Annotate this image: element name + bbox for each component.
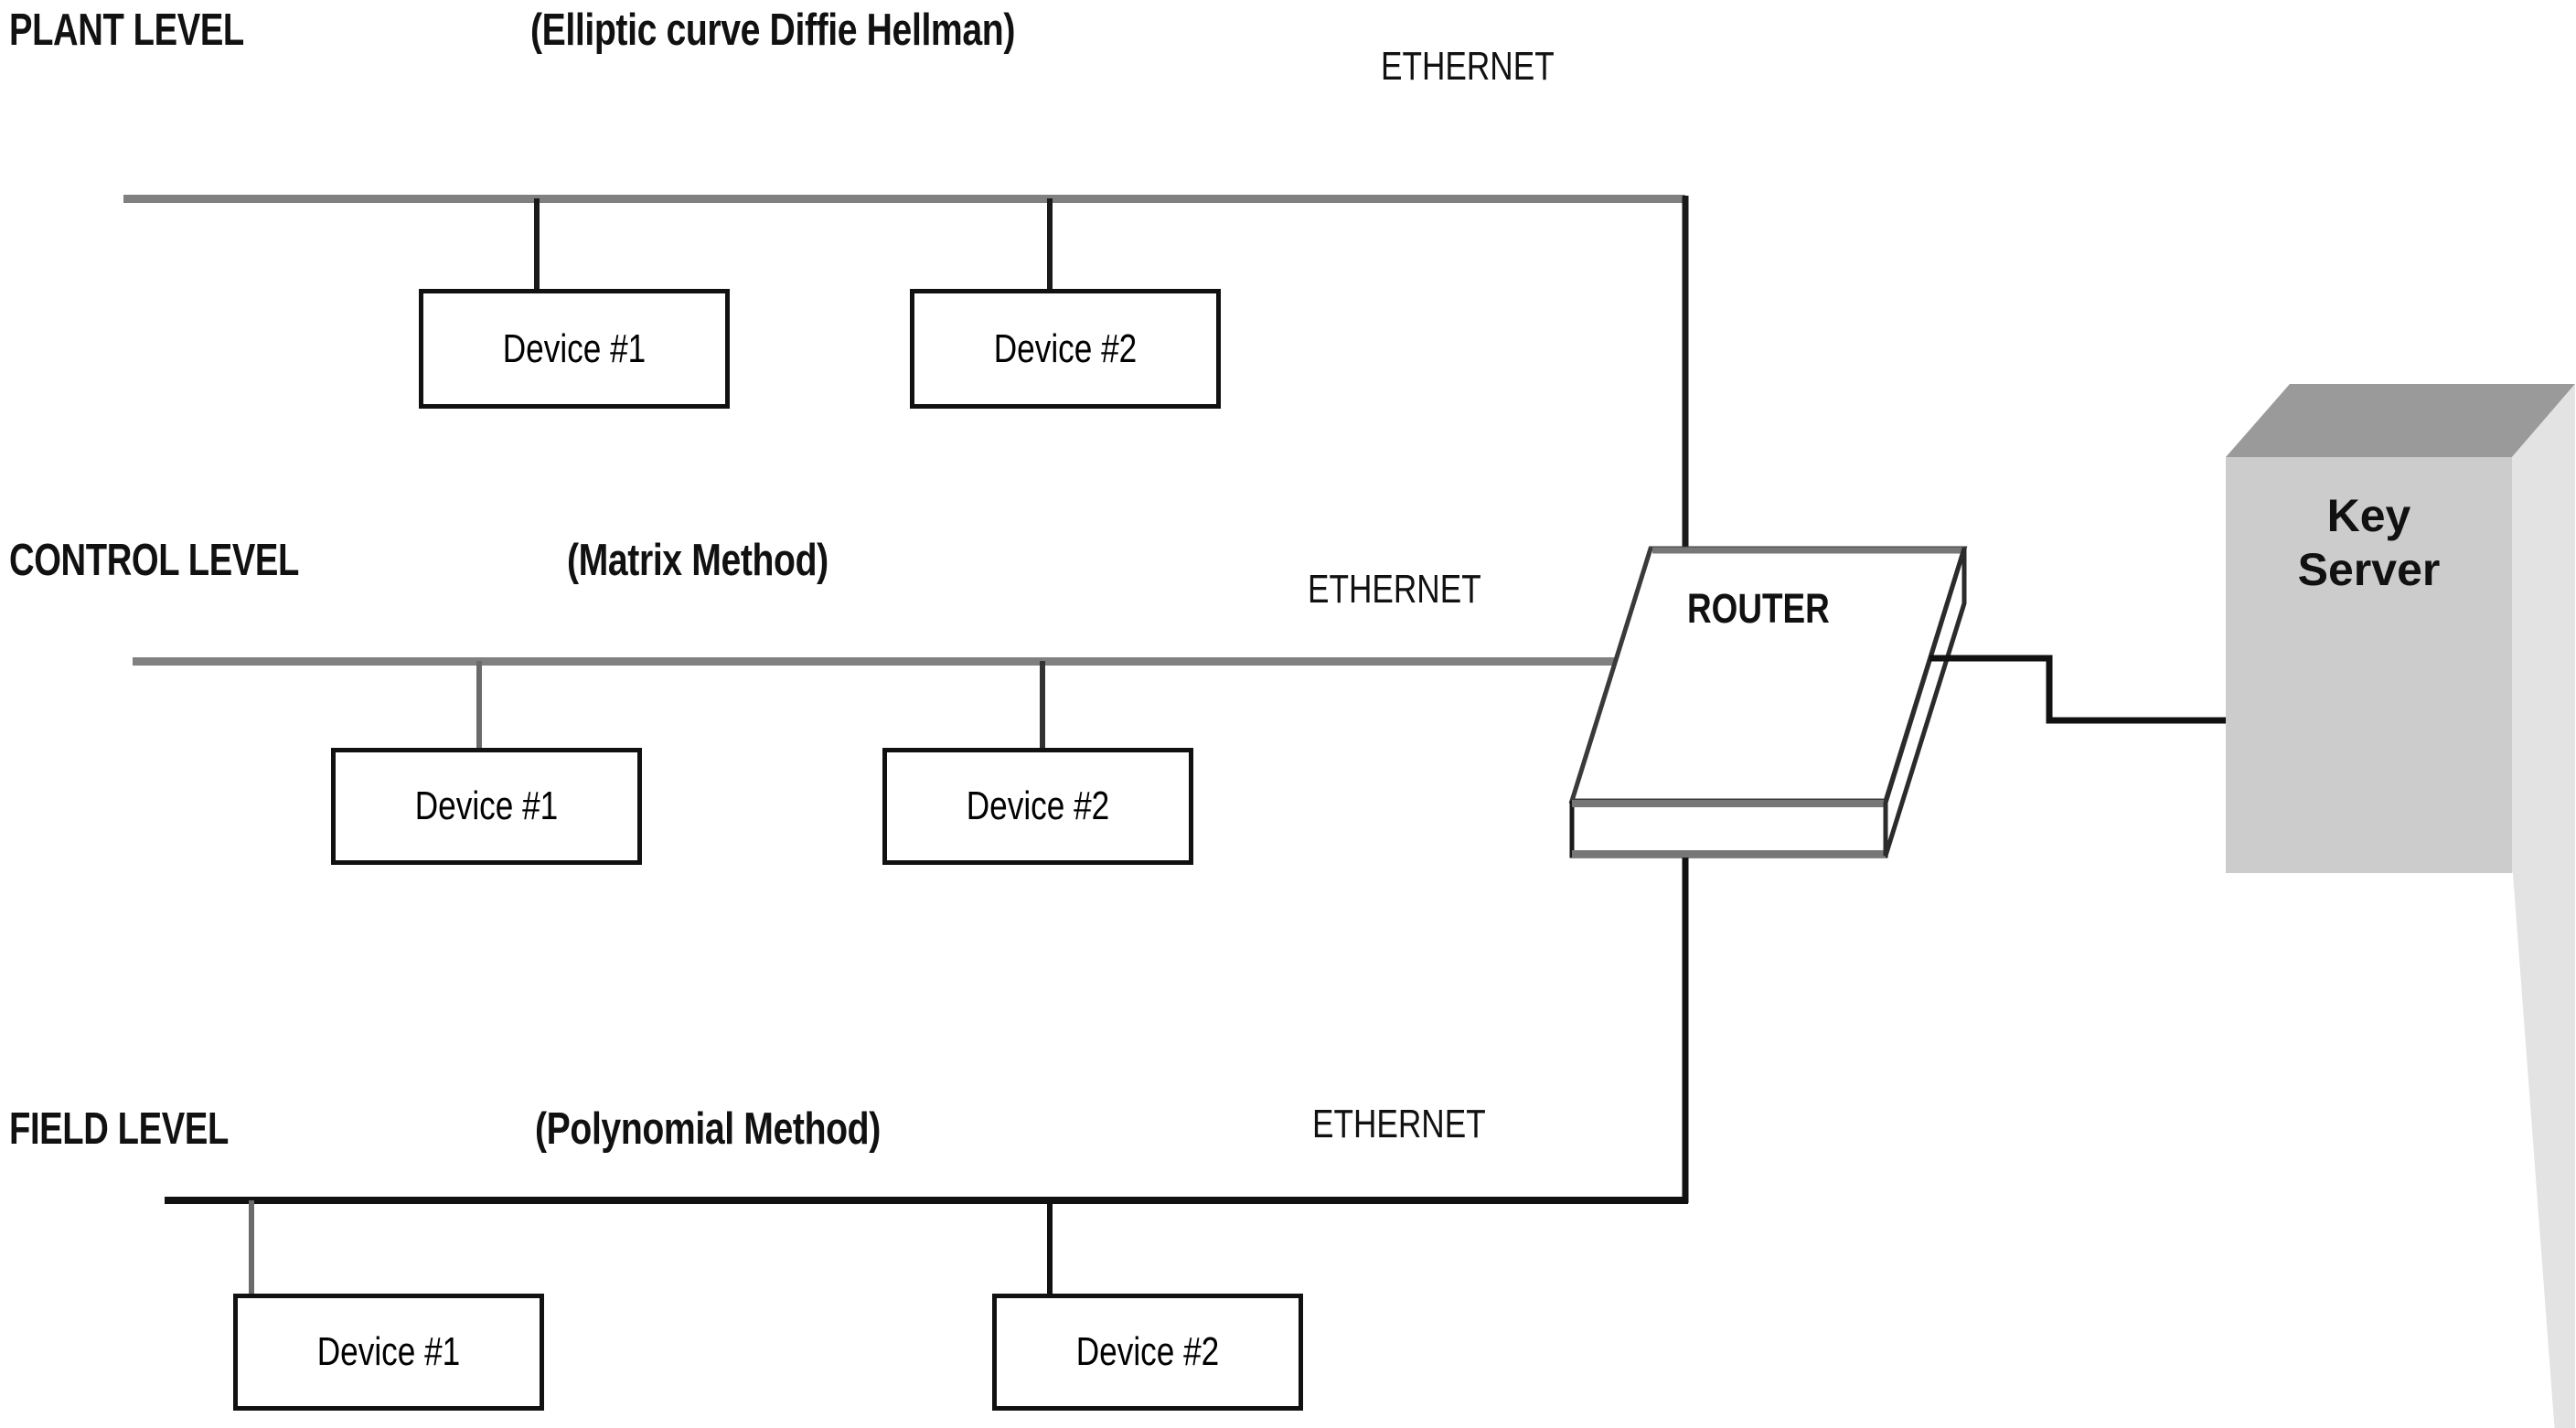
field-device-2-box[interactable]: Device #2 bbox=[992, 1294, 1303, 1411]
key-server-front-face bbox=[2226, 457, 2512, 873]
control-device-1-label: Device #1 bbox=[414, 783, 559, 828]
field-level-title: FIELD LEVEL bbox=[9, 1104, 229, 1154]
key-server-label-line-2: Server bbox=[2297, 544, 2441, 595]
control-level-method: (Matrix Method) bbox=[567, 536, 828, 585]
plant-device-2-label: Device #2 bbox=[993, 325, 1138, 371]
router-side-face bbox=[1883, 548, 1967, 857]
control-device-2-label: Device #2 bbox=[966, 783, 1110, 828]
field-device-1-label: Device #1 bbox=[316, 1329, 461, 1374]
key-server-side-face-visible bbox=[2512, 384, 2575, 873]
plant-level-method: (Elliptic curve Diffie Hellman) bbox=[530, 5, 1015, 55]
field-level-method: (Polynomial Method) bbox=[535, 1104, 881, 1154]
plant-ethernet-label: ETHERNET bbox=[1381, 44, 1555, 89]
router-to-key-server-link bbox=[1929, 655, 2226, 724]
key-server-label: Key Server bbox=[2226, 489, 2512, 597]
plant-level-title: PLANT LEVEL bbox=[9, 5, 244, 55]
key-server-label-line-1: Key bbox=[2326, 490, 2411, 541]
control-device-2-box[interactable]: Device #2 bbox=[882, 748, 1193, 865]
field-ethernet-label: ETHERNET bbox=[1312, 1102, 1486, 1146]
router-front-face bbox=[1569, 800, 1888, 858]
field-device-1-box[interactable]: Device #1 bbox=[233, 1294, 544, 1411]
plant-device-1-label: Device #1 bbox=[502, 325, 647, 371]
router-label[interactable]: ROUTER bbox=[1687, 585, 1830, 632]
field-device-2-label: Device #2 bbox=[1075, 1329, 1220, 1374]
plant-device-1-box[interactable]: Device #1 bbox=[419, 289, 730, 409]
plant-device-2-box[interactable]: Device #2 bbox=[910, 289, 1221, 409]
control-ethernet-label: ETHERNET bbox=[1308, 567, 1481, 612]
control-device-1-box[interactable]: Device #1 bbox=[331, 748, 642, 865]
key-server-top-face bbox=[2226, 384, 2575, 457]
control-level-title: CONTROL LEVEL bbox=[9, 536, 299, 585]
